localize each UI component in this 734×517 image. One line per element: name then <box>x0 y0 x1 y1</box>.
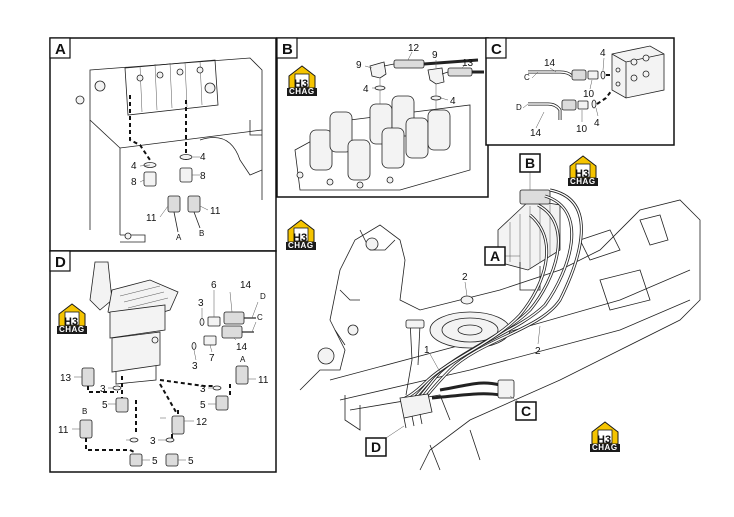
panel-c: C 14 4 C 10 D 14 10 4 <box>485 37 675 146</box>
callout-d: D <box>365 425 405 457</box>
label-d-14-top: 14 <box>240 280 252 291</box>
label-d-6: 6 <box>211 280 217 291</box>
label-d-5-left: 5 <box>102 400 108 411</box>
main-assembly-view: B A C D 2 1 2 <box>285 153 701 471</box>
label-d-3-right: 3 <box>200 384 206 395</box>
callout-a: A <box>484 246 520 266</box>
panel-d-letter: D <box>55 254 66 271</box>
logo-main-bottom-num: 3 <box>605 434 611 446</box>
logo-main-left-h: H <box>293 232 301 244</box>
callout-d-letter: D <box>371 439 381 455</box>
label-a-4-right: 4 <box>200 152 206 163</box>
logo-main-top-text: CHAG <box>570 177 596 186</box>
label-main-2-top: 2 <box>462 272 468 283</box>
label-b-4-right: 4 <box>450 96 456 107</box>
logo-main-top-num: 3 <box>583 168 589 180</box>
label-d-7: 7 <box>209 353 215 364</box>
label-d-3-mid: 3 <box>192 361 198 372</box>
label-b-12: 12 <box>408 43 420 54</box>
logo-b-text: CHAG <box>289 87 315 96</box>
label-c-port-d: D <box>516 103 522 112</box>
label-a-8-left: 8 <box>131 177 137 188</box>
panel-c-letter: C <box>491 41 502 58</box>
logo-texts: H 3 CHAG H 3 CHAG H 3 CHAG H 3 CHAG H 3 … <box>59 78 618 452</box>
label-c-14-bottom: 14 <box>530 128 542 139</box>
logo-main-left-num: 3 <box>301 232 307 244</box>
panel-b: B 12 9 <box>276 37 489 198</box>
logo-b-num: 3 <box>302 78 308 90</box>
logo-d-text: CHAG <box>59 325 85 334</box>
label-c-4-top: 4 <box>600 48 606 59</box>
label-d-port-c: C <box>257 313 263 322</box>
label-c-port-c: C <box>524 73 530 82</box>
label-c-14-top: 14 <box>544 58 556 69</box>
logo-d-num: 3 <box>72 316 78 328</box>
callout-b: B <box>519 153 541 190</box>
label-d-5-bottom-left: 5 <box>152 456 158 467</box>
logo-b-h: H <box>294 78 302 90</box>
label-a-port-b: B <box>199 229 204 238</box>
logo-d-h: H <box>64 316 72 328</box>
label-c-4-bottom: 4 <box>594 118 600 129</box>
callout-c-letter: C <box>521 403 531 419</box>
label-d-12: 12 <box>196 417 208 428</box>
label-a-11-left: 11 <box>146 213 157 224</box>
label-a-8-right: 8 <box>200 171 206 182</box>
callout-a-letter: A <box>490 248 500 264</box>
label-b-4-left: 4 <box>363 84 369 95</box>
panel-b-letter: B <box>282 41 293 58</box>
panel-d: D <box>49 250 277 473</box>
panel-a: A 4 4 8 8 11 11 <box>49 37 277 252</box>
label-d-3-bottom: 3 <box>150 436 156 447</box>
label-d-port-a: A <box>240 355 246 364</box>
label-d-3-left: 3 <box>100 384 106 395</box>
label-d-3-top: 3 <box>198 298 204 309</box>
label-d-5-right: 5 <box>200 400 206 411</box>
label-d-11-right: 11 <box>258 375 269 386</box>
label-d-5-bottom-right: 5 <box>188 456 194 467</box>
label-d-14-mid: 14 <box>236 342 248 353</box>
label-c-10-bottom: 10 <box>576 124 588 135</box>
logo-main-left-text: CHAG <box>288 241 314 250</box>
logo-main-top-h: H <box>575 168 583 180</box>
label-d-port-b: B <box>82 407 87 416</box>
callout-b-letter: B <box>525 155 535 171</box>
callout-c: C <box>509 395 537 421</box>
solenoid-coils <box>309 95 451 181</box>
label-b-9-left: 9 <box>356 60 362 71</box>
label-b-9-right: 9 <box>432 50 438 61</box>
label-main-1: 1 <box>424 345 430 356</box>
label-main-2-right: 2 <box>535 346 541 357</box>
label-b-13: 13 <box>462 58 474 69</box>
label-a-port-a: A <box>176 233 182 242</box>
panel-a-letter: A <box>55 41 66 58</box>
logo-main-bottom-text: CHAG <box>592 443 618 452</box>
label-c-10-top: 10 <box>583 89 595 100</box>
label-a-4-left: 4 <box>131 161 137 172</box>
label-a-11-right: 11 <box>210 206 221 217</box>
label-d-port-d: D <box>260 292 266 301</box>
logo-main-bottom-h: H <box>597 434 605 446</box>
label-d-11-left: 11 <box>58 425 69 436</box>
label-d-13: 13 <box>60 373 72 384</box>
